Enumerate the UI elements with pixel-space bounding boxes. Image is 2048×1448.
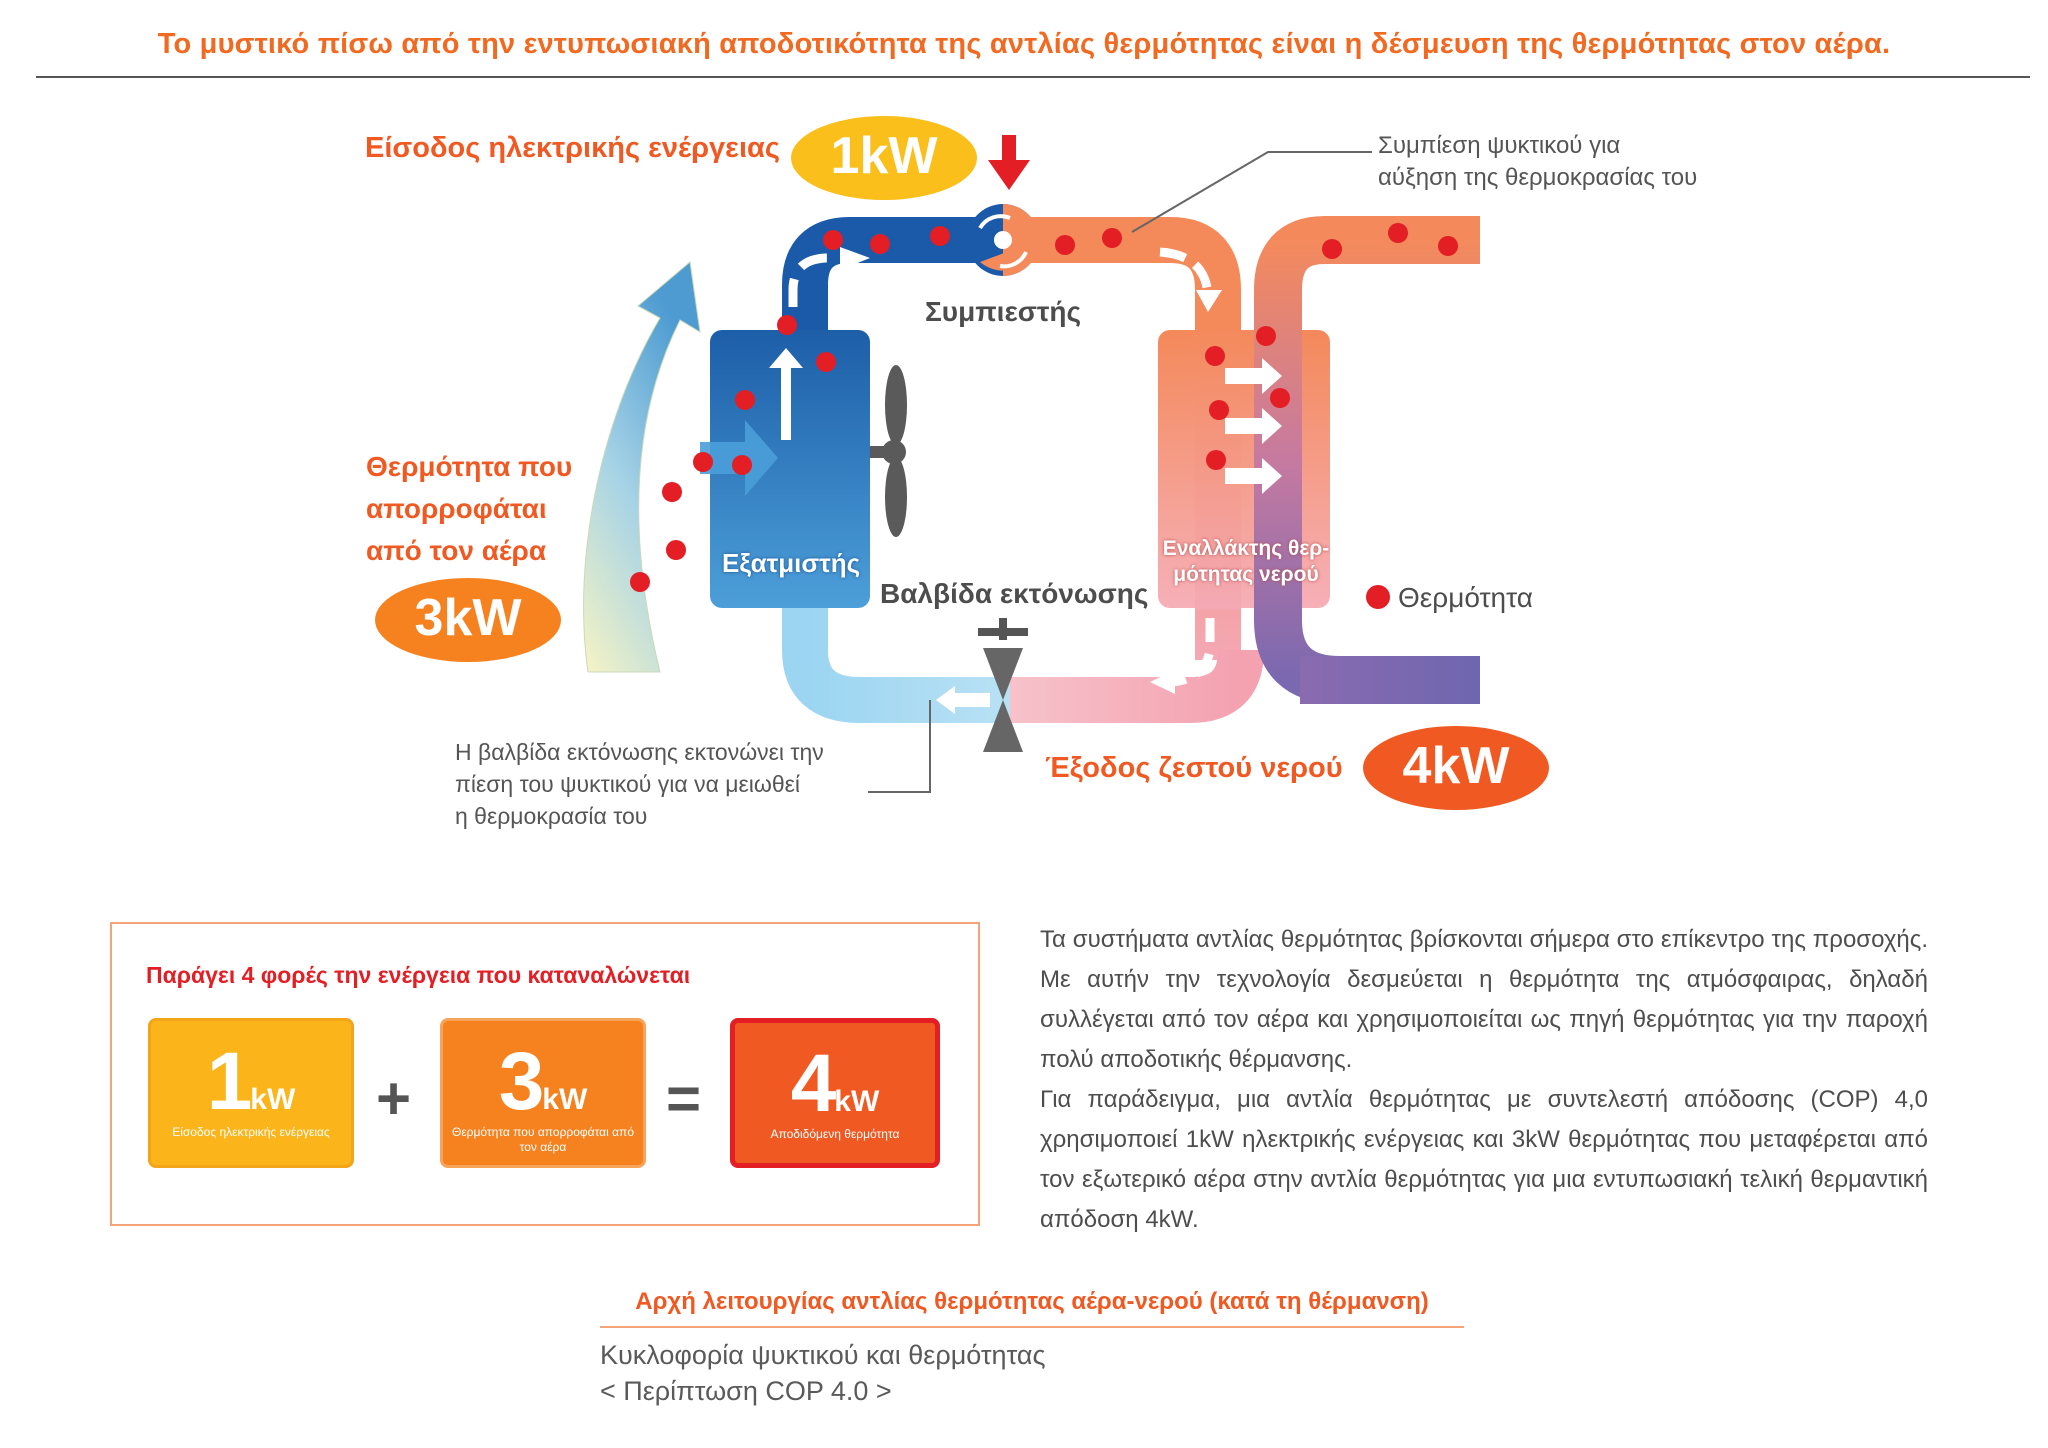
return-pipe-cold (782, 600, 1010, 723)
summary-box (110, 922, 980, 1226)
heat-legend-dot (1366, 585, 1390, 609)
description-paragraph: Τα συστήματα αντλίας θερμότητας βρίσκοντ… (1040, 920, 1928, 1240)
tile-output-number: 4 (790, 1038, 837, 1129)
air-heat-oval (375, 578, 561, 662)
footer-line-1: Κυκλοφορία ψυκτικού και θερμότητας (600, 1340, 1046, 1370)
summary-title: Παράγει 4 φορές την ενέργεια που καταναλ… (146, 962, 691, 988)
footer-line-2: < Περίπτωση COP 4.0 > (600, 1376, 892, 1406)
air-heat-value: 3kW (414, 589, 522, 647)
heat-dots (630, 223, 1458, 609)
paragraph-2: Για παράδειγμα, μια αντλία θερμότητας με… (1040, 1086, 1928, 1233)
section-subtitle: Αρχή λειτουργίας αντλίας θερμότητας αέρα… (635, 1288, 1429, 1315)
tile-electric-input: 1kW Είσοδος ηλεκτρικής ενέργειας (148, 1018, 354, 1168)
heat-legend-label: Θερμότητα (1398, 582, 1533, 613)
compression-note: Συμπίεση ψυκτικού για αύξηση της θερμοκρ… (1378, 132, 1698, 191)
tile-electric-caption: Είσοδος ηλεκτρικής ενέργειας (172, 1125, 330, 1139)
paragraph-1: Τα συστήματα αντλίας θερμότητας βρίσκοντ… (1040, 926, 1928, 1073)
expansion-valve (978, 618, 1028, 752)
electric-input-label: Είσοδος ηλεκτρικής ενέργειας (365, 132, 780, 164)
hot-water-oval (1363, 726, 1549, 810)
tile-air-caption: Θερμότητα που απορροφάται από τον αέρα (451, 1125, 635, 1154)
tile-electric-number: 1 (206, 1036, 253, 1127)
return-pipe-warm (1000, 648, 1264, 723)
subtitle-divider (600, 1326, 1464, 1328)
tile-electric-unit: kW (250, 1083, 296, 1116)
compression-callout-line (1131, 151, 1372, 233)
header-divider (36, 76, 2030, 78)
hot-water-label: Έξοδος ζεστού νερού (1045, 752, 1343, 784)
tile-output-unit: kW (834, 1085, 880, 1118)
tile-air-number: 3 (498, 1036, 545, 1127)
electric-input-oval (791, 116, 977, 200)
exchanger-label: Εναλλάκτης θερ- μότητας νερού (1162, 537, 1330, 586)
flow-arrows (769, 247, 1282, 714)
compressor-label: Συμπιεστής (925, 296, 1082, 327)
headline: Το μυστικό πίσω από την εντυπωσιακή αποδ… (157, 28, 1891, 60)
expansion-valve-label: Βαλβίδα εκτόνωσης (880, 578, 1149, 609)
valve-callout-line (868, 700, 931, 793)
electric-input-value: 1kW (830, 127, 938, 185)
tile-air-unit: kW (542, 1083, 588, 1116)
fan-blade-bottom (885, 457, 907, 537)
hot-water-value: 4kW (1402, 737, 1510, 795)
power-input-arrow (988, 135, 1030, 190)
fan-blade-top (885, 365, 907, 445)
cold-pipe-top (782, 217, 985, 335)
evaporator-label: Εξατμιστής (722, 548, 861, 578)
plus-sign: + (376, 1065, 412, 1132)
air-heat-label: Θερμότητα που απορροφάται από τον αέρα (366, 451, 573, 566)
tile-output-caption: Αποδιδόμενη θερμότητα (770, 1127, 900, 1141)
equals-sign: = (666, 1065, 702, 1132)
air-flow-arrow (583, 261, 701, 673)
tile-air-heat: 3kW Θερμότητα που απορροφάται από τον αέ… (440, 1018, 646, 1168)
valve-note: Η βαλβίδα εκτόνωσης εκτονώνει την πίεση … (455, 739, 824, 829)
tile-output-heat: 4kW Αποδιδόμενη θερμότητα (730, 1018, 940, 1168)
hot-pipe-top (1020, 217, 1241, 340)
